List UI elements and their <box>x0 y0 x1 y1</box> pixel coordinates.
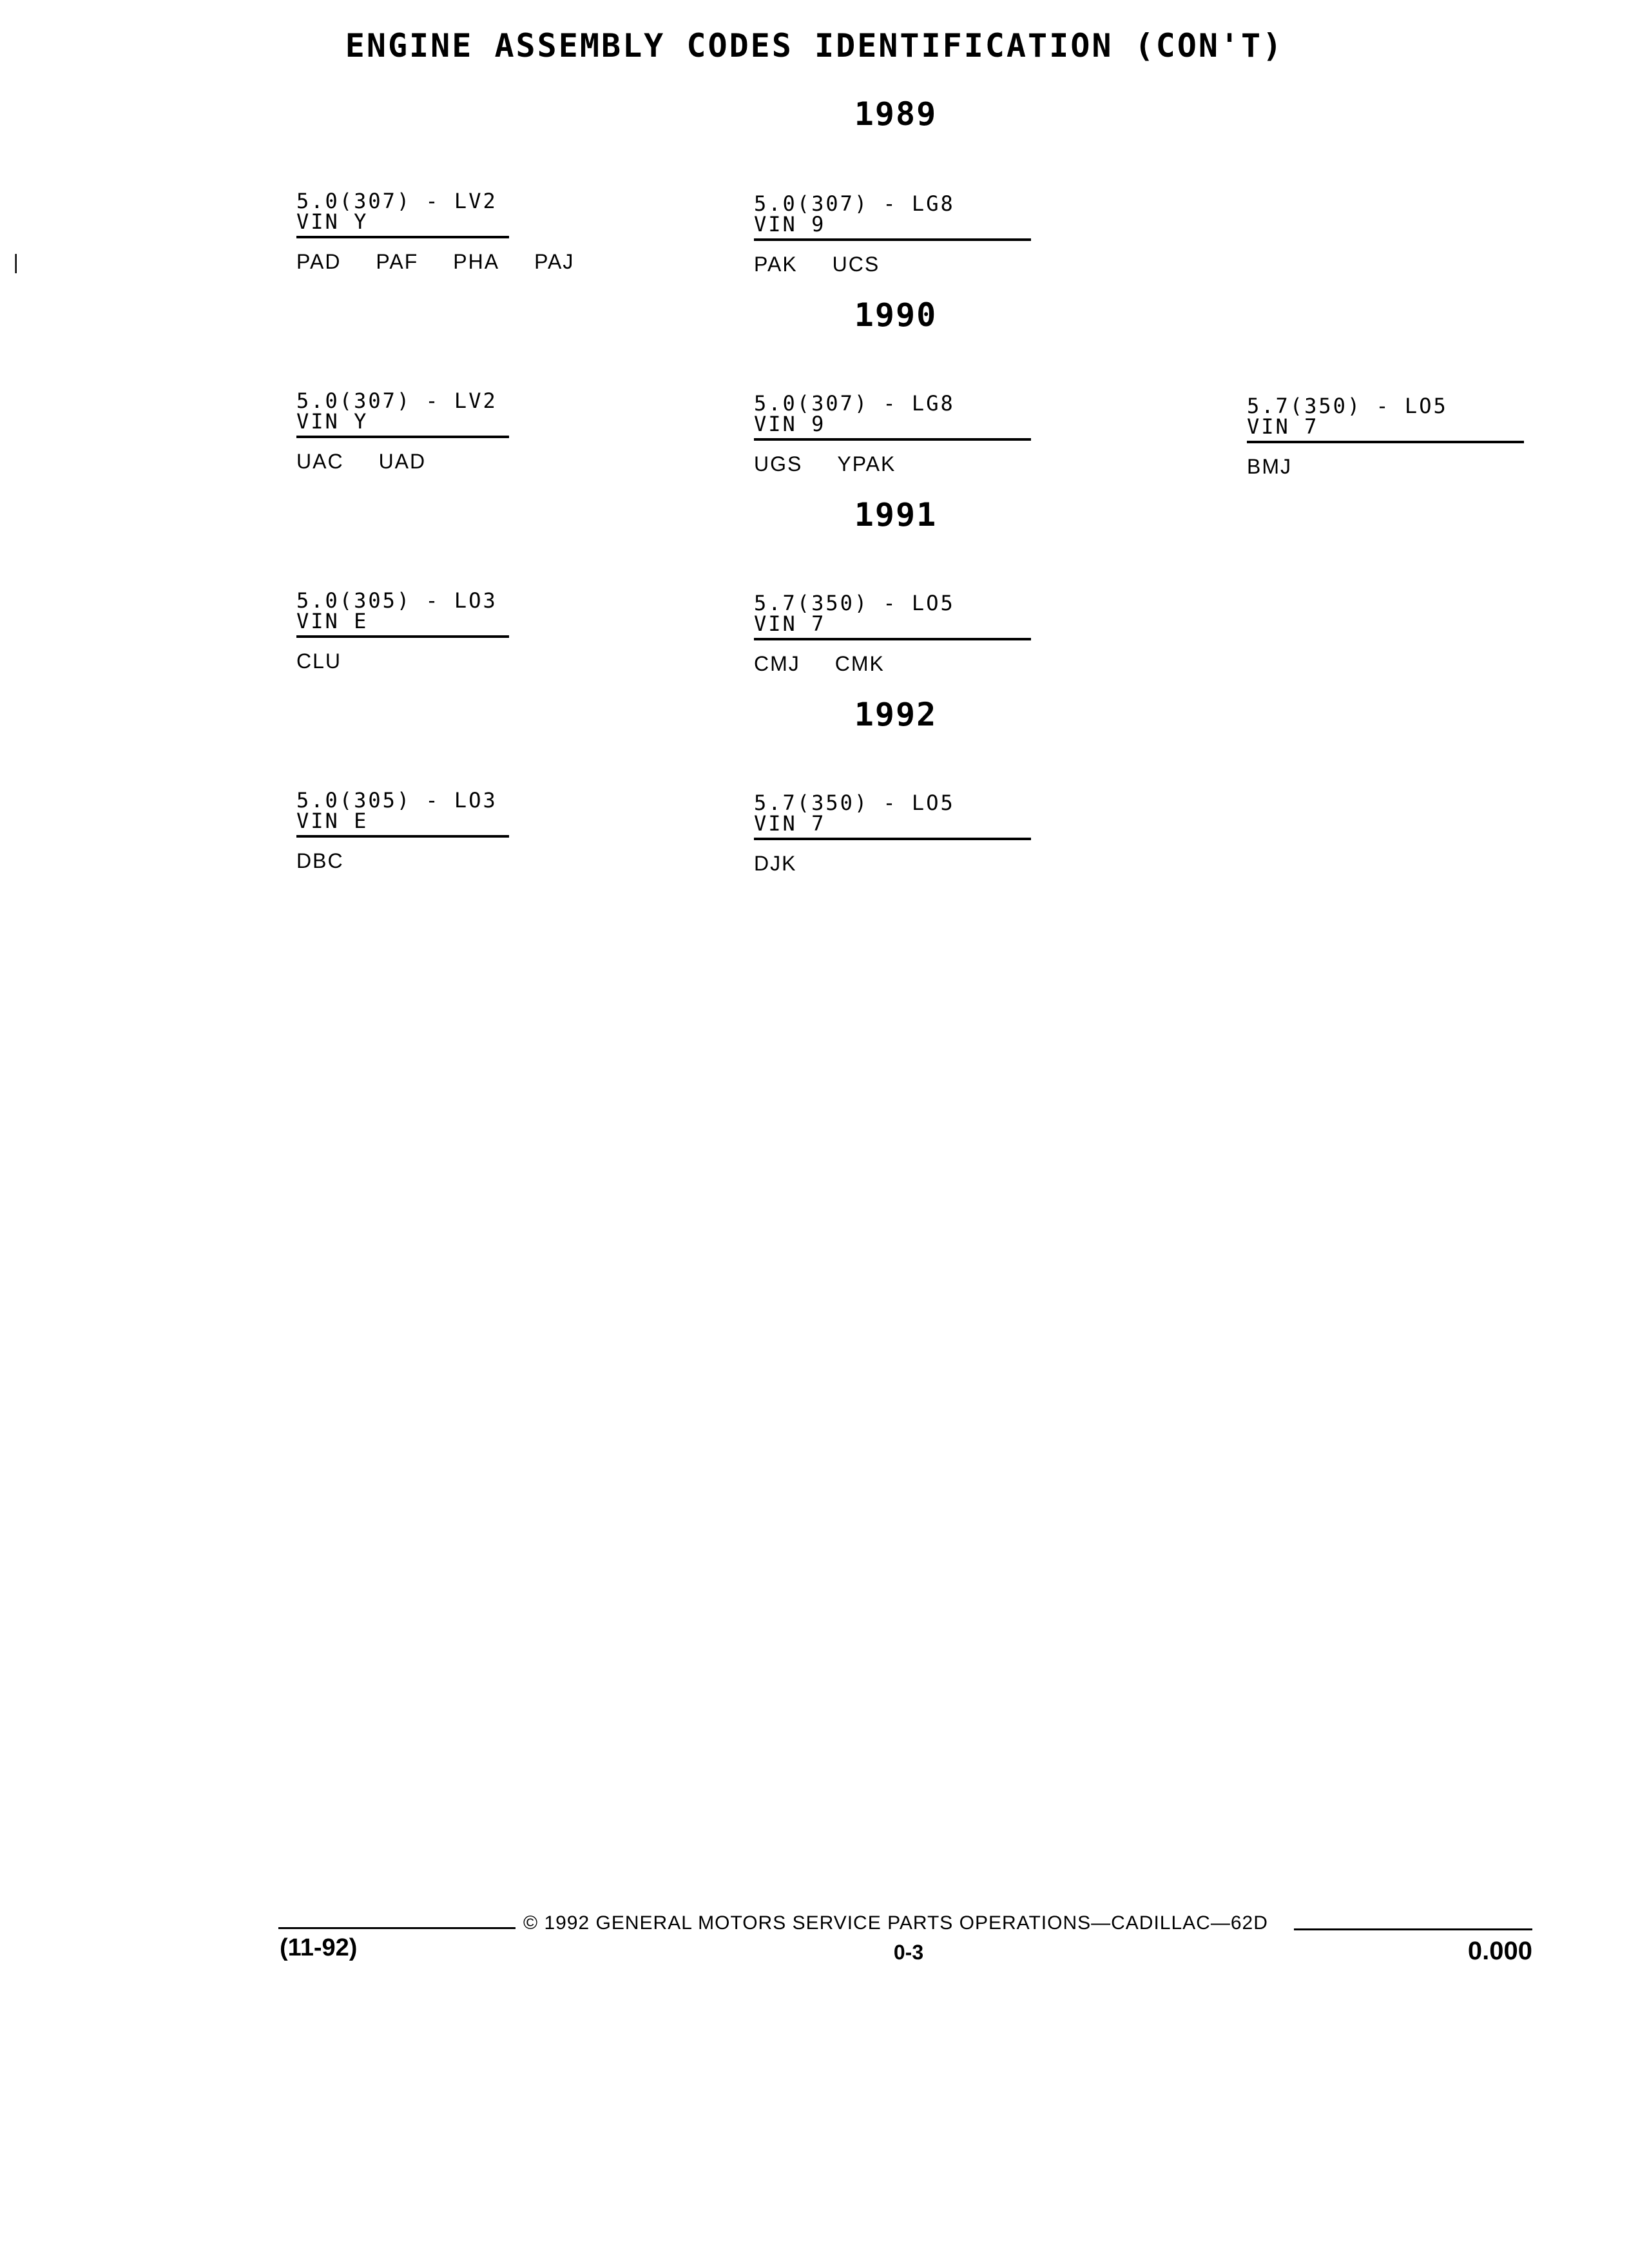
engine-spec: 5.0(307) - LG8 <box>754 391 955 416</box>
year-heading-1991: 1991 <box>854 496 938 533</box>
divider <box>754 238 1031 241</box>
assembly-code: UAD <box>378 450 427 473</box>
engine-entry: 5.0(307) - LV2 VIN Y UAC UAD <box>296 390 509 474</box>
assembly-code: PAF <box>376 250 419 273</box>
footer-copyright: © 1992 GENERAL MOTORS SERVICE PARTS OPER… <box>523 1912 1268 1934</box>
vin-code: VIN 9 <box>754 212 826 236</box>
footer-rule <box>278 1927 516 1929</box>
vin-code: VIN E <box>296 609 369 633</box>
divider <box>754 838 1031 840</box>
assembly-codes: PAD PAF PHA PAJ <box>296 250 573 274</box>
engine-spec: 5.0(305) - LO3 <box>296 588 497 613</box>
assembly-code: DJK <box>754 852 797 875</box>
divider <box>296 236 509 238</box>
vin-code: VIN 7 <box>1247 414 1319 439</box>
page-number: 0-3 <box>893 1941 924 1964</box>
engine-spec: 5.7(350) - LO5 <box>754 791 955 815</box>
assembly-code: PHA <box>453 250 500 273</box>
assembly-code: PAK <box>754 253 798 276</box>
assembly-code: UAC <box>296 450 344 473</box>
engine-entry: 5.0(305) - LO3 VIN E CLU <box>296 590 509 673</box>
assembly-code: CMJ <box>754 652 800 675</box>
vin-code: VIN 9 <box>754 412 826 436</box>
vin-code: VIN Y <box>296 209 369 234</box>
divider <box>296 835 509 838</box>
assembly-code: UGS <box>754 452 803 476</box>
engine-spec: 5.0(307) - LG8 <box>754 191 955 216</box>
year-heading-1992: 1992 <box>854 696 938 733</box>
assembly-codes: DBC <box>296 849 509 873</box>
engine-spec: 5.0(305) - LO3 <box>296 788 497 812</box>
assembly-code: UCS <box>832 253 880 276</box>
footer-date: (11-92) <box>280 1934 358 1961</box>
divider <box>754 638 1031 640</box>
page-title: ENGINE ASSEMBLY CODES IDENTIFICATION (CO… <box>345 27 1284 64</box>
assembly-code: PAD <box>296 250 342 273</box>
engine-entry: 5.0(305) - LO3 VIN E DBC <box>296 790 509 873</box>
vin-code: VIN E <box>296 809 369 833</box>
assembly-codes: DJK <box>754 852 1031 876</box>
year-heading-1990: 1990 <box>854 296 938 334</box>
divider <box>296 436 509 438</box>
vin-code: VIN 7 <box>754 811 826 836</box>
assembly-code: CMK <box>834 652 885 675</box>
engine-entry: 5.7(350) - LO5 VIN 7 DJK <box>754 793 1031 876</box>
engine-entry: 5.0(307) - LV2 VIN Y PAD PAF PHA PAJ <box>296 189 573 274</box>
engine-spec: 5.7(350) - LO5 <box>1247 394 1448 418</box>
assembly-code: BMJ <box>1247 455 1292 478</box>
engine-entry: 5.0(307) - LG8 VIN 9 PAK UCS <box>754 193 1031 276</box>
assembly-code: PAJ <box>534 250 575 273</box>
assembly-codes: UAC UAD <box>296 450 509 474</box>
divider <box>1247 441 1524 443</box>
year-heading-1989: 1989 <box>854 95 938 133</box>
assembly-codes: PAK UCS <box>754 253 1031 276</box>
engine-entry: 5.7(350) - LO5 VIN 7 BMJ <box>1247 396 1524 479</box>
engine-spec: 5.0(307) - LV2 <box>296 189 497 213</box>
assembly-codes: CMJ CMK <box>754 652 1031 676</box>
engine-entry: 5.0(307) - LG8 VIN 9 UGS YPAK <box>754 393 1031 476</box>
vin-code: VIN Y <box>296 409 369 434</box>
engine-entry: 5.7(350) - LO5 VIN 7 CMJ CMK <box>754 593 1031 676</box>
assembly-codes: CLU <box>296 649 509 673</box>
engine-spec: 5.0(307) - LV2 <box>296 389 497 413</box>
section-number: 0.000 <box>1467 1937 1532 1965</box>
divider <box>296 635 509 638</box>
divider <box>754 438 1031 441</box>
assembly-codes: BMJ <box>1247 455 1524 479</box>
vin-code: VIN 7 <box>754 611 826 636</box>
assembly-codes: UGS YPAK <box>754 452 1031 476</box>
engine-spec: 5.7(350) - LO5 <box>754 591 955 615</box>
assembly-code: CLU <box>296 649 342 673</box>
assembly-code: YPAK <box>837 452 896 476</box>
scan-mark: ❘ <box>8 251 24 274</box>
assembly-code: DBC <box>296 849 344 872</box>
footer-rule <box>1294 1928 1532 1930</box>
